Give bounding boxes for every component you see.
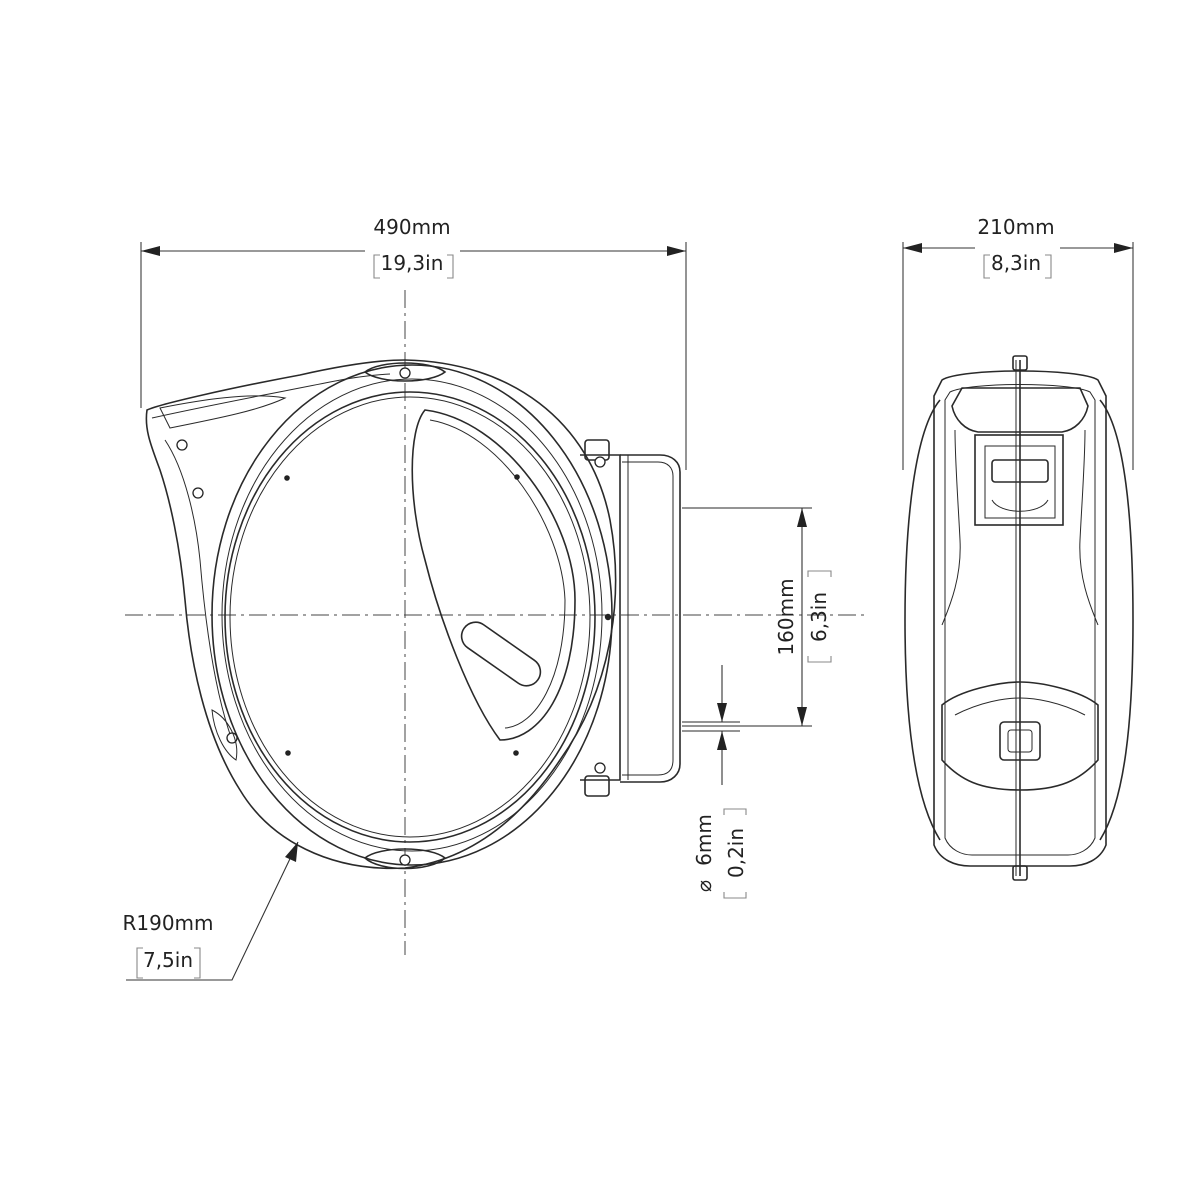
bottom-clip — [363, 848, 447, 870]
drum-ring — [224, 391, 596, 843]
width-in-label: 19,3in — [381, 251, 444, 275]
wall-bracket — [580, 439, 681, 797]
bottom-clip-screw-icon — [399, 854, 411, 866]
lower-clip-screw-icon — [226, 732, 238, 744]
lower-clip — [211, 709, 238, 761]
radius-mm-label: R190mm — [122, 911, 213, 935]
crescent-slot — [460, 621, 542, 687]
depth-mm-label: 210mm — [977, 215, 1054, 239]
front-body-inner — [944, 384, 1096, 856]
hole-symbol: ⌀ — [692, 880, 716, 892]
drum-inner — [229, 396, 591, 838]
front-body — [933, 370, 1107, 867]
handle-screw-1-icon — [176, 439, 188, 451]
bracket-dimension: 160mm 6,3in — [682, 507, 832, 727]
front-view: 210mm 8,3in — [902, 215, 1134, 881]
handle-lower-contour — [164, 439, 233, 741]
hole-in-label: 0,2in — [724, 828, 748, 878]
handle-grip — [159, 395, 287, 429]
depth-dimension: 210mm 8,3in — [903, 215, 1133, 279]
housing-ring-mid — [221, 378, 603, 852]
depth-in-label: 8,3in — [991, 251, 1041, 275]
width-dimension: 490mm 19,3in — [141, 215, 686, 279]
housing-ring-outer — [211, 364, 613, 866]
handle-screw-2-icon — [192, 487, 204, 499]
drum-screw-2-icon — [514, 474, 520, 480]
top-clip-screw-icon — [399, 367, 411, 379]
housing-outline — [145, 359, 617, 870]
radius-in-label: 7,5in — [143, 948, 193, 972]
crescent-inner — [429, 419, 566, 729]
drum-screw-3-icon — [285, 750, 291, 756]
drum-screw-1-icon — [284, 475, 290, 481]
crescent-window — [411, 409, 576, 741]
body-contour-right — [1079, 429, 1099, 626]
bracket-bottom-screw-icon — [594, 762, 606, 774]
body-contour-left — [941, 429, 961, 626]
top-clip — [363, 362, 447, 382]
drum-screw-4-icon — [513, 750, 519, 756]
hole-mm-label: 6mm — [692, 814, 716, 866]
width-mm-label: 490mm — [373, 215, 450, 239]
bracket-mm-label: 160mm — [774, 578, 798, 655]
top-recess — [951, 387, 1089, 433]
radius-dimension: R190mm 7,5in — [122, 841, 299, 981]
hose-guide-outer — [974, 434, 1064, 526]
bracket-top-screw-icon — [594, 456, 606, 468]
side-view: 490mm 19,3in 160mm 6,3in ⌀ 6mm — [122, 215, 865, 981]
handle-contour — [151, 373, 391, 419]
lower-panel — [941, 681, 1099, 791]
bracket-in-label: 6,3in — [807, 592, 831, 642]
right-drum-side — [1099, 399, 1134, 841]
left-drum-side — [904, 399, 941, 841]
hole-dimension: ⌀ 6mm 0,2in — [682, 665, 748, 899]
drum-screw-5-icon — [604, 613, 612, 621]
